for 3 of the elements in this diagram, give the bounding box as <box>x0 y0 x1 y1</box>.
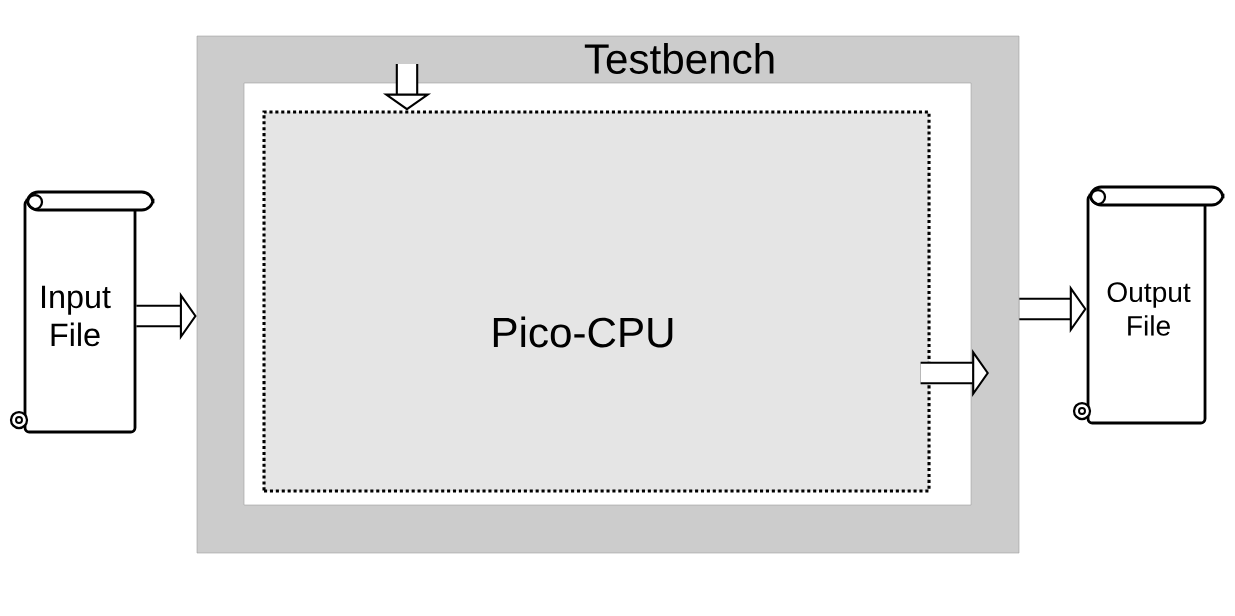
scroll-drawing: Output File <box>1072 185 1225 425</box>
cpu-box: Pico-CPU <box>262 110 931 493</box>
scroll-drawing: Input File <box>9 190 155 434</box>
